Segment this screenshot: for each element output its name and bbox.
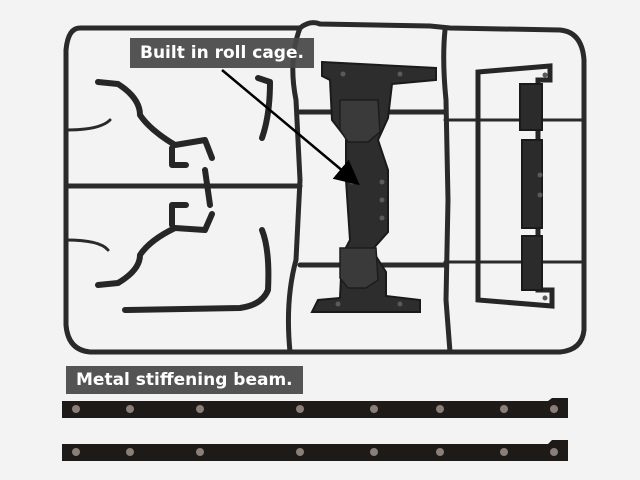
metal-stiffening-beam bbox=[62, 398, 568, 418]
roll-cage-part bbox=[310, 60, 437, 313]
stiffening-beam-label: Metal stiffening beam. bbox=[66, 366, 303, 394]
roll-cage-label: Built in roll cage. bbox=[130, 38, 314, 68]
callout-arrow bbox=[221, 69, 360, 186]
side-rail-part bbox=[475, 63, 555, 309]
metal-stiffening-beam bbox=[62, 440, 568, 461]
side-tube-parts bbox=[95, 75, 273, 313]
